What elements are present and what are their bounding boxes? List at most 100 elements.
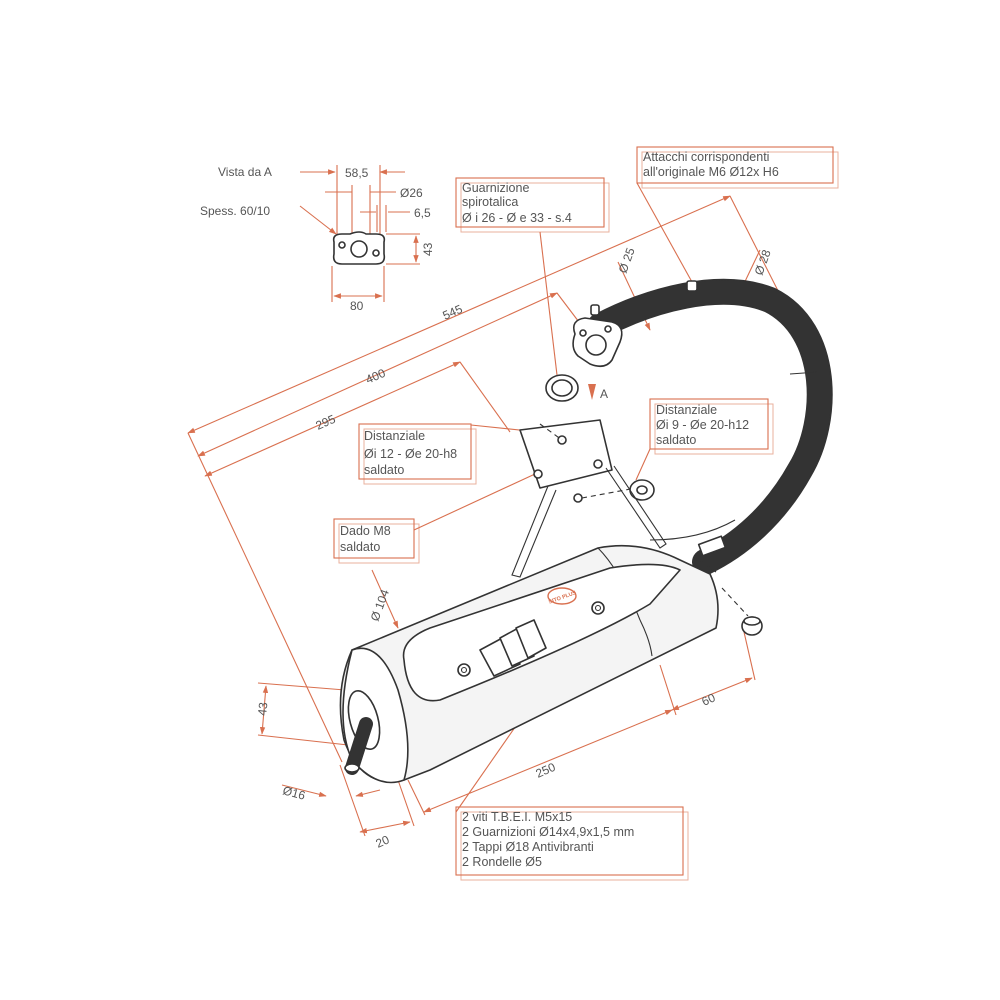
dim-20: 20	[374, 832, 392, 850]
shield-screw-1	[457, 663, 471, 677]
brand-logo: SITO PLUS	[547, 587, 578, 606]
exhaust-assembly: A	[339, 278, 833, 784]
bracket-plate	[519, 419, 613, 489]
gasket-line-3: Ø i 26 - Ø e 33 - s.4	[462, 211, 572, 225]
dim-d26: Ø26	[400, 186, 423, 200]
thickness-leader	[299, 205, 337, 235]
bracket-dash-2	[539, 423, 563, 441]
shield-slot-3	[515, 619, 547, 659]
dim-d104-leader	[371, 569, 399, 629]
spacer-right-leader	[635, 448, 651, 481]
view-a-marker: A	[600, 387, 608, 401]
dim-43-ext	[386, 233, 420, 265]
dim-6-5-ext	[376, 205, 387, 232]
gasket-line-2: spirotalica	[462, 195, 518, 209]
spacer-right-line-2: Øi 9 - Øe 20-h12	[656, 418, 749, 432]
dim-295: 295	[314, 412, 338, 433]
callout-nut: Dado M8 saldato	[333, 473, 536, 564]
plug-dash	[721, 587, 749, 617]
kit-line-2: 2 Guarnizioni Ø14x4,9x1,5 mm	[462, 825, 634, 839]
dim-d16-left	[281, 784, 327, 797]
dim-400: 400	[364, 366, 388, 387]
dim-60-ext	[743, 631, 756, 681]
pipe-clamp	[693, 555, 717, 573]
pipe-mount-boss	[686, 280, 698, 292]
dim-43-tail-ext	[257, 682, 349, 746]
kit-line-1: 2 viti T.B.E.I. M5x15	[462, 810, 572, 824]
bracket-hole-2	[593, 459, 603, 469]
dim-250: 250	[534, 760, 558, 781]
spacer-right-bore	[636, 485, 648, 495]
dim-d28: Ø 28	[752, 247, 774, 277]
bracket-dash	[581, 487, 637, 499]
spacer-right-line-1: Distanziale	[656, 403, 717, 417]
nut-leader	[413, 473, 536, 531]
clamp-strap	[649, 519, 736, 541]
dim-d104: Ø 104	[368, 587, 392, 623]
callout-mounts: Attacchi corrispondenti all'originale M6…	[636, 146, 839, 283]
callout-kit: 2 viti T.B.E.I. M5x15 2 Guarnizioni Ø14x…	[455, 607, 689, 881]
overall-dimensions: 545 400 295 Ø 25 Ø 28 Ø 104 43 Ø16 20	[187, 195, 807, 851]
mounts-line-2: all'originale M6 Ø12x H6	[643, 165, 779, 179]
dim-left-ext	[187, 432, 343, 763]
kit-line-3: 2 Tappi Ø18 Antivibranti	[462, 840, 594, 854]
dim-d16-right	[355, 789, 381, 797]
mounts-line-1: Attacchi corrispondenti	[643, 150, 769, 164]
kit-line-4: 2 Rondelle Ø5	[462, 855, 542, 869]
dim-250-line	[423, 709, 673, 813]
bracket-leg-right	[605, 465, 667, 549]
view-a-arrow	[588, 384, 596, 400]
spacer-left-line-3: saldato	[364, 463, 404, 477]
dim-80: 80	[350, 299, 364, 313]
shield-screw-2-head	[594, 604, 602, 612]
cone-edge	[639, 619, 653, 657]
dim-43: 43	[421, 242, 435, 256]
tail-pipe-end	[344, 763, 360, 773]
flange-mount-boss	[590, 304, 600, 316]
flange-bolt-hole-left	[338, 241, 346, 249]
spacer-left-line-2: Øi 12 - Øe 20-h8	[364, 447, 457, 461]
nut-line-1: Dado M8	[340, 524, 391, 538]
dim-20-line	[359, 820, 411, 834]
dim-43-tail-line	[259, 685, 269, 735]
spacer-left-line-1: Distanziale	[364, 429, 425, 443]
tail-pipe	[346, 718, 372, 774]
dim-6-5: 6,5	[414, 206, 431, 220]
engine-flange-bore	[585, 334, 607, 356]
engine-flange-bolt-2	[604, 325, 612, 333]
dim-545: 545	[441, 302, 465, 323]
rubber-plug-top	[743, 616, 761, 626]
gasket-line-1: Guarnizione	[462, 181, 529, 195]
shield-screw-1-head	[460, 666, 468, 674]
gasket-ring-inner	[551, 379, 573, 397]
flange-hole	[350, 240, 368, 258]
bracket-hole-3	[533, 469, 543, 479]
callout-spacer-left: Distanziale Øi 12 - Øe 20-h8 saldato	[358, 423, 549, 485]
spacer-right-line-3: saldato	[656, 433, 696, 447]
bracket-leg-left	[511, 485, 557, 578]
dim-60: 60	[700, 690, 718, 708]
flange-bolt-hole-right	[372, 249, 380, 257]
engine-flange-bolt-1	[579, 329, 587, 337]
heat-shield	[402, 563, 681, 702]
bracket-hole-4	[573, 493, 583, 503]
nut-line-2: saldato	[340, 540, 380, 554]
view-a-detail: Vista da A Spess. 60/10 58,5 Ø26 6,5 43 …	[200, 165, 435, 313]
dim-d16: Ø16	[281, 783, 307, 802]
dim-80-ext	[331, 266, 385, 302]
dim-295-ext-right	[459, 361, 511, 433]
header-pipe	[588, 280, 832, 574]
callout-spacer-right: Distanziale Øi 9 - Øe 20-h12 saldato	[635, 398, 774, 481]
dim-60-line	[671, 677, 753, 711]
view-a-title: Vista da A	[218, 165, 272, 179]
dim-295-line	[204, 361, 461, 477]
gasket-leader	[539, 231, 558, 376]
shield-screw-2	[591, 601, 605, 615]
dim-58-5: 58,5	[345, 166, 369, 180]
dim-d25: Ø 25	[616, 245, 638, 275]
pipe-joint	[789, 371, 819, 375]
thickness-label: Spess. 60/10	[200, 204, 270, 218]
clamp-block	[697, 535, 727, 557]
dim-43-tail: 43	[255, 701, 270, 716]
